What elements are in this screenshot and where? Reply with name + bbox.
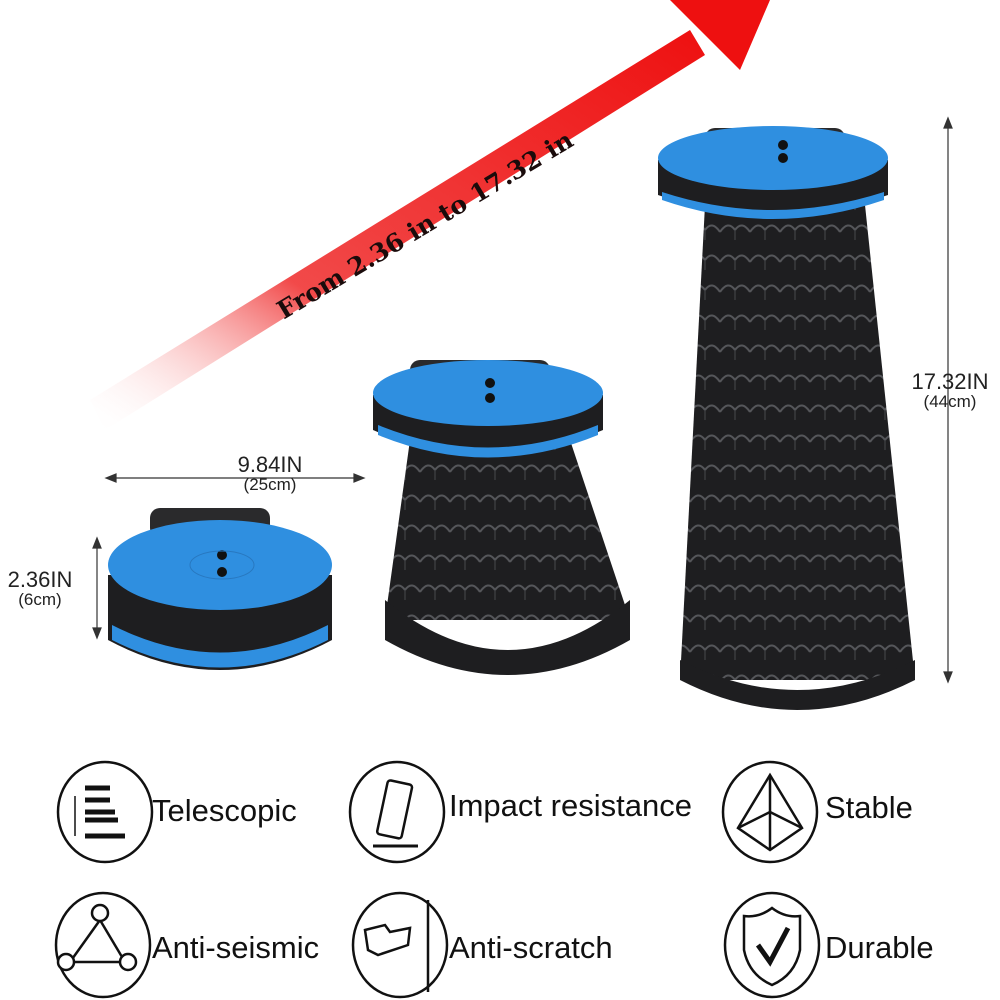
width-dimension: 9.84IN (25cm) (170, 453, 370, 494)
impact-icon (348, 760, 446, 864)
stool-collapsed (108, 508, 332, 670)
shield-check-icon (723, 891, 821, 999)
stool-extended (658, 126, 915, 710)
pyramid-icon (721, 760, 819, 864)
feature-anti-seismic: Anti-seismic (152, 930, 320, 965)
width-metric: (25cm) (243, 475, 297, 495)
collapsed-height-metric: (6cm) (18, 590, 62, 610)
feature-impact-resistance: Impact resistance (449, 788, 692, 823)
triangle-nodes-icon (54, 891, 152, 999)
feature-telescopic: Telescopic (152, 793, 297, 828)
collapsed-height-value: 2.36IN (7, 567, 73, 592)
feature-anti-scratch: Anti-scratch (449, 930, 613, 965)
feature-durable: Durable (825, 930, 934, 965)
extended-height-dimension: 17.32IN (44cm) (900, 370, 1000, 411)
extended-height-value: 17.32IN (911, 369, 989, 394)
stool-mid (373, 360, 630, 675)
telescopic-icon (56, 760, 154, 864)
extended-height-metric: (44cm) (923, 392, 977, 412)
collapsed-height-dimension: 2.36IN (6cm) (0, 568, 80, 609)
height-arrow (90, 0, 770, 430)
dimension-lines (92, 116, 953, 684)
width-value: 9.84IN (237, 452, 303, 477)
feature-stable: Stable (825, 790, 913, 825)
key-scratch-icon (351, 891, 449, 999)
